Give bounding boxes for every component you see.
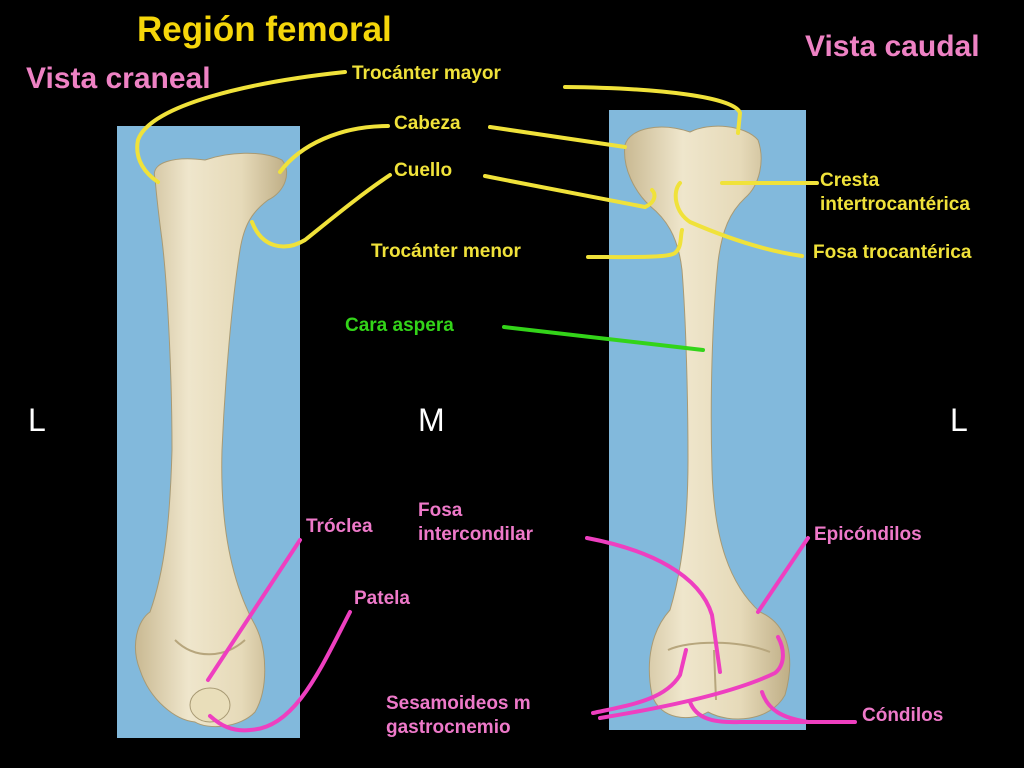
leader-trochanteric-fossa (673, 181, 804, 258)
label-epicondyles: Epicóndilos (814, 524, 922, 545)
leader-trochlea (206, 538, 302, 682)
page-title: Región femoral (137, 10, 392, 49)
leader-rough-face (502, 325, 705, 352)
orientation-lateral-left: L (28, 402, 46, 438)
leader-neck-caudal (483, 174, 657, 210)
label-condyles: Cóndilos (862, 705, 944, 726)
label-trochanter-minor: Trocánter menor (371, 241, 521, 262)
femur-cranial-view (134, 152, 287, 728)
orientation-lateral-right: L (950, 402, 968, 438)
leader-trochanter-minor (586, 228, 684, 260)
leader-patella (208, 610, 352, 733)
leader-head-caudal (488, 125, 627, 149)
leader-sesamoid-a (591, 648, 688, 715)
leader-trochanter-major-caudal (563, 85, 743, 135)
leader-lines-distal (206, 536, 857, 733)
view-title-cranial: Vista craneal (26, 62, 211, 95)
leader-condyle-a (688, 700, 857, 725)
leader-epicondyles (756, 536, 810, 614)
view-title-caudal: Vista caudal (805, 30, 980, 63)
label-sesamoid-gastrocnemius: Sesamoideos m gastrocnemio (386, 693, 531, 738)
label-patella: Patela (354, 588, 410, 609)
leader-sesamoid-b (598, 635, 785, 720)
leader-trochanter-major-cranial (135, 70, 347, 184)
label-head: Cabeza (394, 113, 461, 134)
orientation-medial: M (418, 402, 445, 438)
label-trochanter-major: Trocánter mayor (352, 63, 501, 84)
leader-condyle-b (760, 690, 810, 724)
label-trochanteric-fossa: Fosa trocantérica (813, 242, 972, 263)
label-neck: Cuello (394, 160, 453, 181)
leader-intercondylar-fossa (585, 536, 722, 674)
label-rough-face: Cara aspera (345, 315, 454, 336)
label-intertrochanteric-crest: Cresta intertrocantérica (820, 170, 970, 215)
leader-head-cranial (278, 124, 390, 174)
label-intercondylar-fossa: Fosa intercondilar (418, 500, 534, 545)
leader-neck-cranial (250, 173, 392, 249)
label-trochlea: Tróclea (306, 516, 373, 537)
leader-lines-proximal (135, 70, 819, 260)
